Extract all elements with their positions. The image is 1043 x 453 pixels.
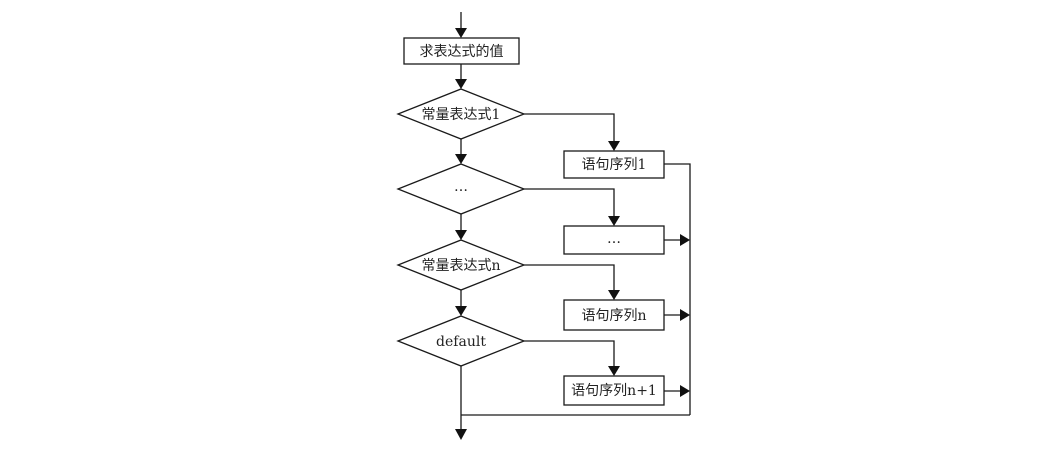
arrowhead (680, 385, 690, 397)
condition-diamond-3: 常量表达式n (396, 239, 526, 291)
statement-box-2: … (563, 225, 665, 255)
condition-diamond-1: 常量表达式1 (396, 88, 526, 140)
exit-arrowhead (455, 429, 467, 440)
arrowhead (680, 234, 690, 246)
arrowhead (455, 306, 467, 316)
connector (524, 264, 615, 292)
default-label: default (436, 334, 486, 350)
arrowhead (608, 366, 620, 376)
arrowhead (455, 230, 467, 240)
exit-rail (664, 163, 691, 415)
condition-label-1: 常量表达式1 (422, 107, 501, 123)
arrowhead (608, 290, 620, 300)
condition-diamond-2: … (396, 163, 526, 215)
statement-label-4: 语句序列n+1 (571, 383, 657, 399)
arrowhead (680, 309, 690, 321)
arrowhead (608, 141, 620, 151)
statement-label-3: 语句序列n (581, 308, 646, 324)
evaluate-expression-label: 求表达式的值 (420, 44, 504, 60)
statement-box-4: 语句序列n+1 (563, 375, 665, 406)
arrowhead (455, 79, 467, 89)
condition-label-2: … (454, 179, 468, 195)
statement-box-1: 语句序列1 (563, 150, 665, 179)
default-diamond: default (396, 315, 526, 367)
statement-label-1: 语句序列1 (582, 157, 647, 173)
statement-label-2: … (607, 231, 621, 247)
arrowhead (455, 154, 467, 164)
evaluate-expression-box: 求表达式的值 (403, 37, 520, 65)
statement-box-3: 语句序列n (563, 299, 665, 331)
arrowhead (608, 216, 620, 226)
entry-arrowhead (455, 28, 467, 38)
connector (524, 188, 615, 218)
connector (524, 340, 615, 368)
condition-label-3: 常量表达式n (421, 258, 500, 274)
connector (524, 113, 615, 143)
